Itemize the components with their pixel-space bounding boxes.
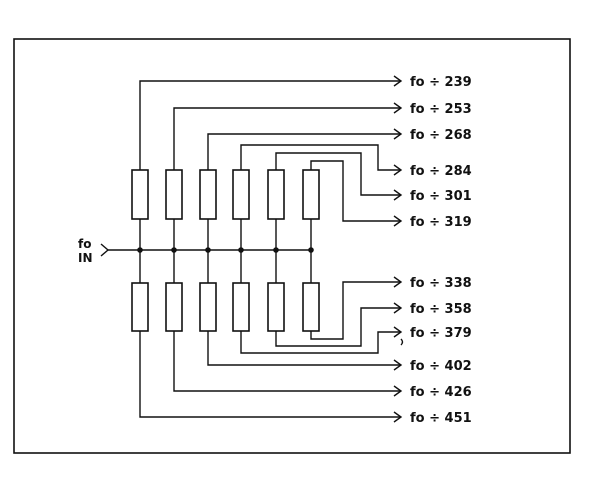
output-label: fo ÷ 319 <box>410 215 472 230</box>
junction-node <box>308 247 314 253</box>
resistor <box>302 169 320 220</box>
wire-out-379 <box>240 331 400 354</box>
arrow-right-icon <box>393 359 403 371</box>
arrow-right-icon <box>393 189 403 201</box>
wire-out-358 <box>275 307 400 347</box>
wire-out-284 <box>240 144 400 171</box>
junction-node <box>273 247 279 253</box>
resistor <box>199 169 217 220</box>
output-labels: fo ÷ 239 fo ÷ 253 fo ÷ 268 fo ÷ 284 fo ÷… <box>410 75 472 426</box>
resistor <box>199 282 217 332</box>
arrow-right-icon <box>393 385 403 397</box>
output-label: fo ÷ 338 <box>410 276 472 291</box>
wire-out-239 <box>139 80 400 170</box>
output-label: fo ÷ 253 <box>410 102 472 117</box>
resistor <box>232 282 250 332</box>
wire-out-319 <box>310 160 400 222</box>
output-arrowheads <box>393 75 403 423</box>
arrow-right-icon <box>393 102 403 114</box>
arrow-right-icon <box>393 215 403 227</box>
output-label: fo ÷ 379 <box>410 326 472 341</box>
wire-out-402 <box>207 331 400 366</box>
arrow-right-icon <box>393 302 403 314</box>
resistor <box>302 282 320 332</box>
arrow-right-icon <box>393 411 403 423</box>
bus-stems <box>139 219 312 283</box>
junction-node <box>171 247 177 253</box>
output-label: fo ÷ 402 <box>410 359 472 374</box>
arrow-right-icon <box>393 75 403 87</box>
wire-out-268 <box>207 133 400 170</box>
stray-mark <box>400 338 404 346</box>
resistor <box>267 282 285 332</box>
input-label-in: IN <box>78 251 93 265</box>
arrow-right-icon <box>393 164 403 176</box>
output-label: fo ÷ 268 <box>410 128 472 143</box>
upper-output-wires <box>139 80 400 222</box>
arrow-right-icon <box>393 128 403 140</box>
wire-out-451 <box>139 331 400 418</box>
output-label: fo ÷ 451 <box>410 411 472 426</box>
input-arrow-icon <box>100 243 110 257</box>
junction-node <box>205 247 211 253</box>
resistor <box>267 169 285 220</box>
output-label: fo ÷ 284 <box>410 164 472 179</box>
output-label: fo ÷ 358 <box>410 302 472 317</box>
diagram-frame <box>13 38 571 454</box>
junction-node <box>238 247 244 253</box>
resistor-array <box>131 169 320 332</box>
resistor <box>131 169 149 220</box>
resistor <box>165 169 183 220</box>
resistor <box>165 282 183 332</box>
wire-out-253 <box>173 107 400 170</box>
output-label: fo ÷ 301 <box>410 189 472 204</box>
wire-out-426 <box>173 331 400 392</box>
output-label: fo ÷ 426 <box>410 385 472 400</box>
resistor <box>131 282 149 332</box>
wire-out-301 <box>275 152 400 196</box>
lower-output-wires <box>139 281 400 418</box>
junction-nodes <box>137 247 314 253</box>
output-label: fo ÷ 239 <box>410 75 472 90</box>
input-label-fo: fo <box>78 237 91 251</box>
junction-node <box>137 247 143 253</box>
arrow-right-icon <box>393 276 403 288</box>
arrow-right-icon <box>393 326 403 338</box>
wire-out-338 <box>310 281 400 340</box>
resistor <box>232 169 250 220</box>
